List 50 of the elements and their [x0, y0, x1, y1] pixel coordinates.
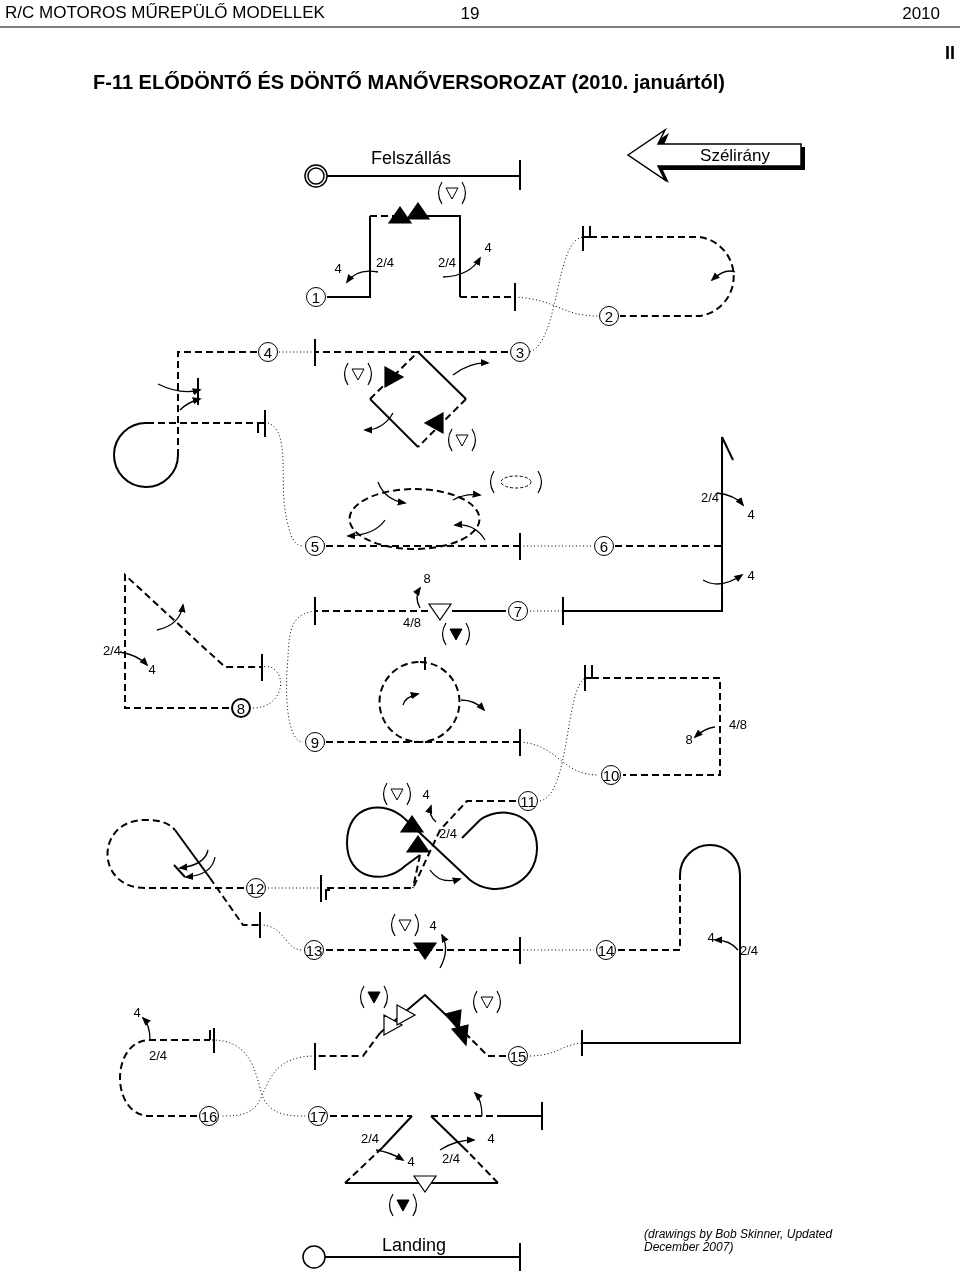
callout-number: 14 — [596, 940, 616, 960]
callout-number: 4 — [258, 342, 278, 362]
rotation-fraction: 4 — [707, 930, 715, 944]
callout-number: 15 — [508, 1046, 528, 1066]
callout-number: 11 — [518, 791, 538, 811]
header-text: R/C MOTOROS MŰREPÜLŐ MODELLEK — [5, 3, 325, 21]
rotation-fraction: 4 — [133, 1005, 141, 1019]
callout-number: 13 — [304, 940, 324, 960]
callout-number: 12 — [246, 878, 266, 898]
credit-note: (drawings by Bob Skinner, Updated December 2007) — [644, 1228, 834, 1254]
rotation-fraction: 4/8 — [728, 717, 748, 731]
rotation-fraction: 4 — [484, 240, 492, 254]
rotation-fraction: 2/4 — [438, 826, 458, 840]
page-number: 19 — [460, 4, 480, 22]
figure-label: Felszállás — [371, 149, 451, 167]
year-text: 2010 — [902, 4, 940, 22]
rotation-fraction: 2/4 — [148, 1048, 168, 1062]
title: F-11 ELŐDÖNTŐ ÉS DÖNTŐ MANŐVERSOROZAT (2010. januártól) — [93, 71, 725, 94]
rotation-fraction: 8 — [685, 732, 693, 746]
rotation-fraction: 4 — [747, 568, 755, 582]
rotation-fraction: 4/8 — [402, 615, 422, 629]
callout-number: 8 — [231, 698, 251, 718]
callout-number: 9 — [305, 732, 325, 752]
section-mark: II — [945, 44, 955, 62]
figure-label: Landing — [381, 1236, 447, 1254]
callout-number: 6 — [594, 536, 614, 556]
callout-number: 1 — [306, 287, 326, 307]
rotation-fraction: 2/4 — [441, 1151, 461, 1165]
rotation-fraction: 4 — [429, 918, 437, 932]
callout-number: 3 — [510, 342, 530, 362]
rotation-fraction: 4 — [407, 1154, 415, 1168]
rotation-fraction: 8 — [423, 571, 431, 585]
rotation-fraction: 4 — [422, 787, 430, 801]
rotation-fraction: 4 — [487, 1131, 495, 1145]
rotation-fraction: 2/4 — [739, 943, 759, 957]
rotation-fraction: 2/4 — [360, 1131, 380, 1145]
rotation-fraction: 4 — [334, 261, 342, 275]
callout-number: 17 — [308, 1106, 328, 1126]
rotation-fraction: 4 — [148, 662, 156, 676]
rotation-fraction: 2/4 — [375, 255, 395, 269]
wind-direction-label: Szélirány — [700, 146, 770, 164]
callout-number: 16 — [199, 1106, 219, 1126]
callout-number: 10 — [601, 765, 621, 785]
rotation-fraction: 4 — [747, 507, 755, 521]
rotation-fraction: 2/4 — [437, 255, 457, 269]
callout-number: 2 — [599, 306, 619, 326]
callout-number: 5 — [305, 536, 325, 556]
rotation-fraction: 2/4 — [700, 490, 720, 504]
rotation-fraction: 2/4 — [102, 643, 122, 657]
callout-number: 7 — [508, 601, 528, 621]
